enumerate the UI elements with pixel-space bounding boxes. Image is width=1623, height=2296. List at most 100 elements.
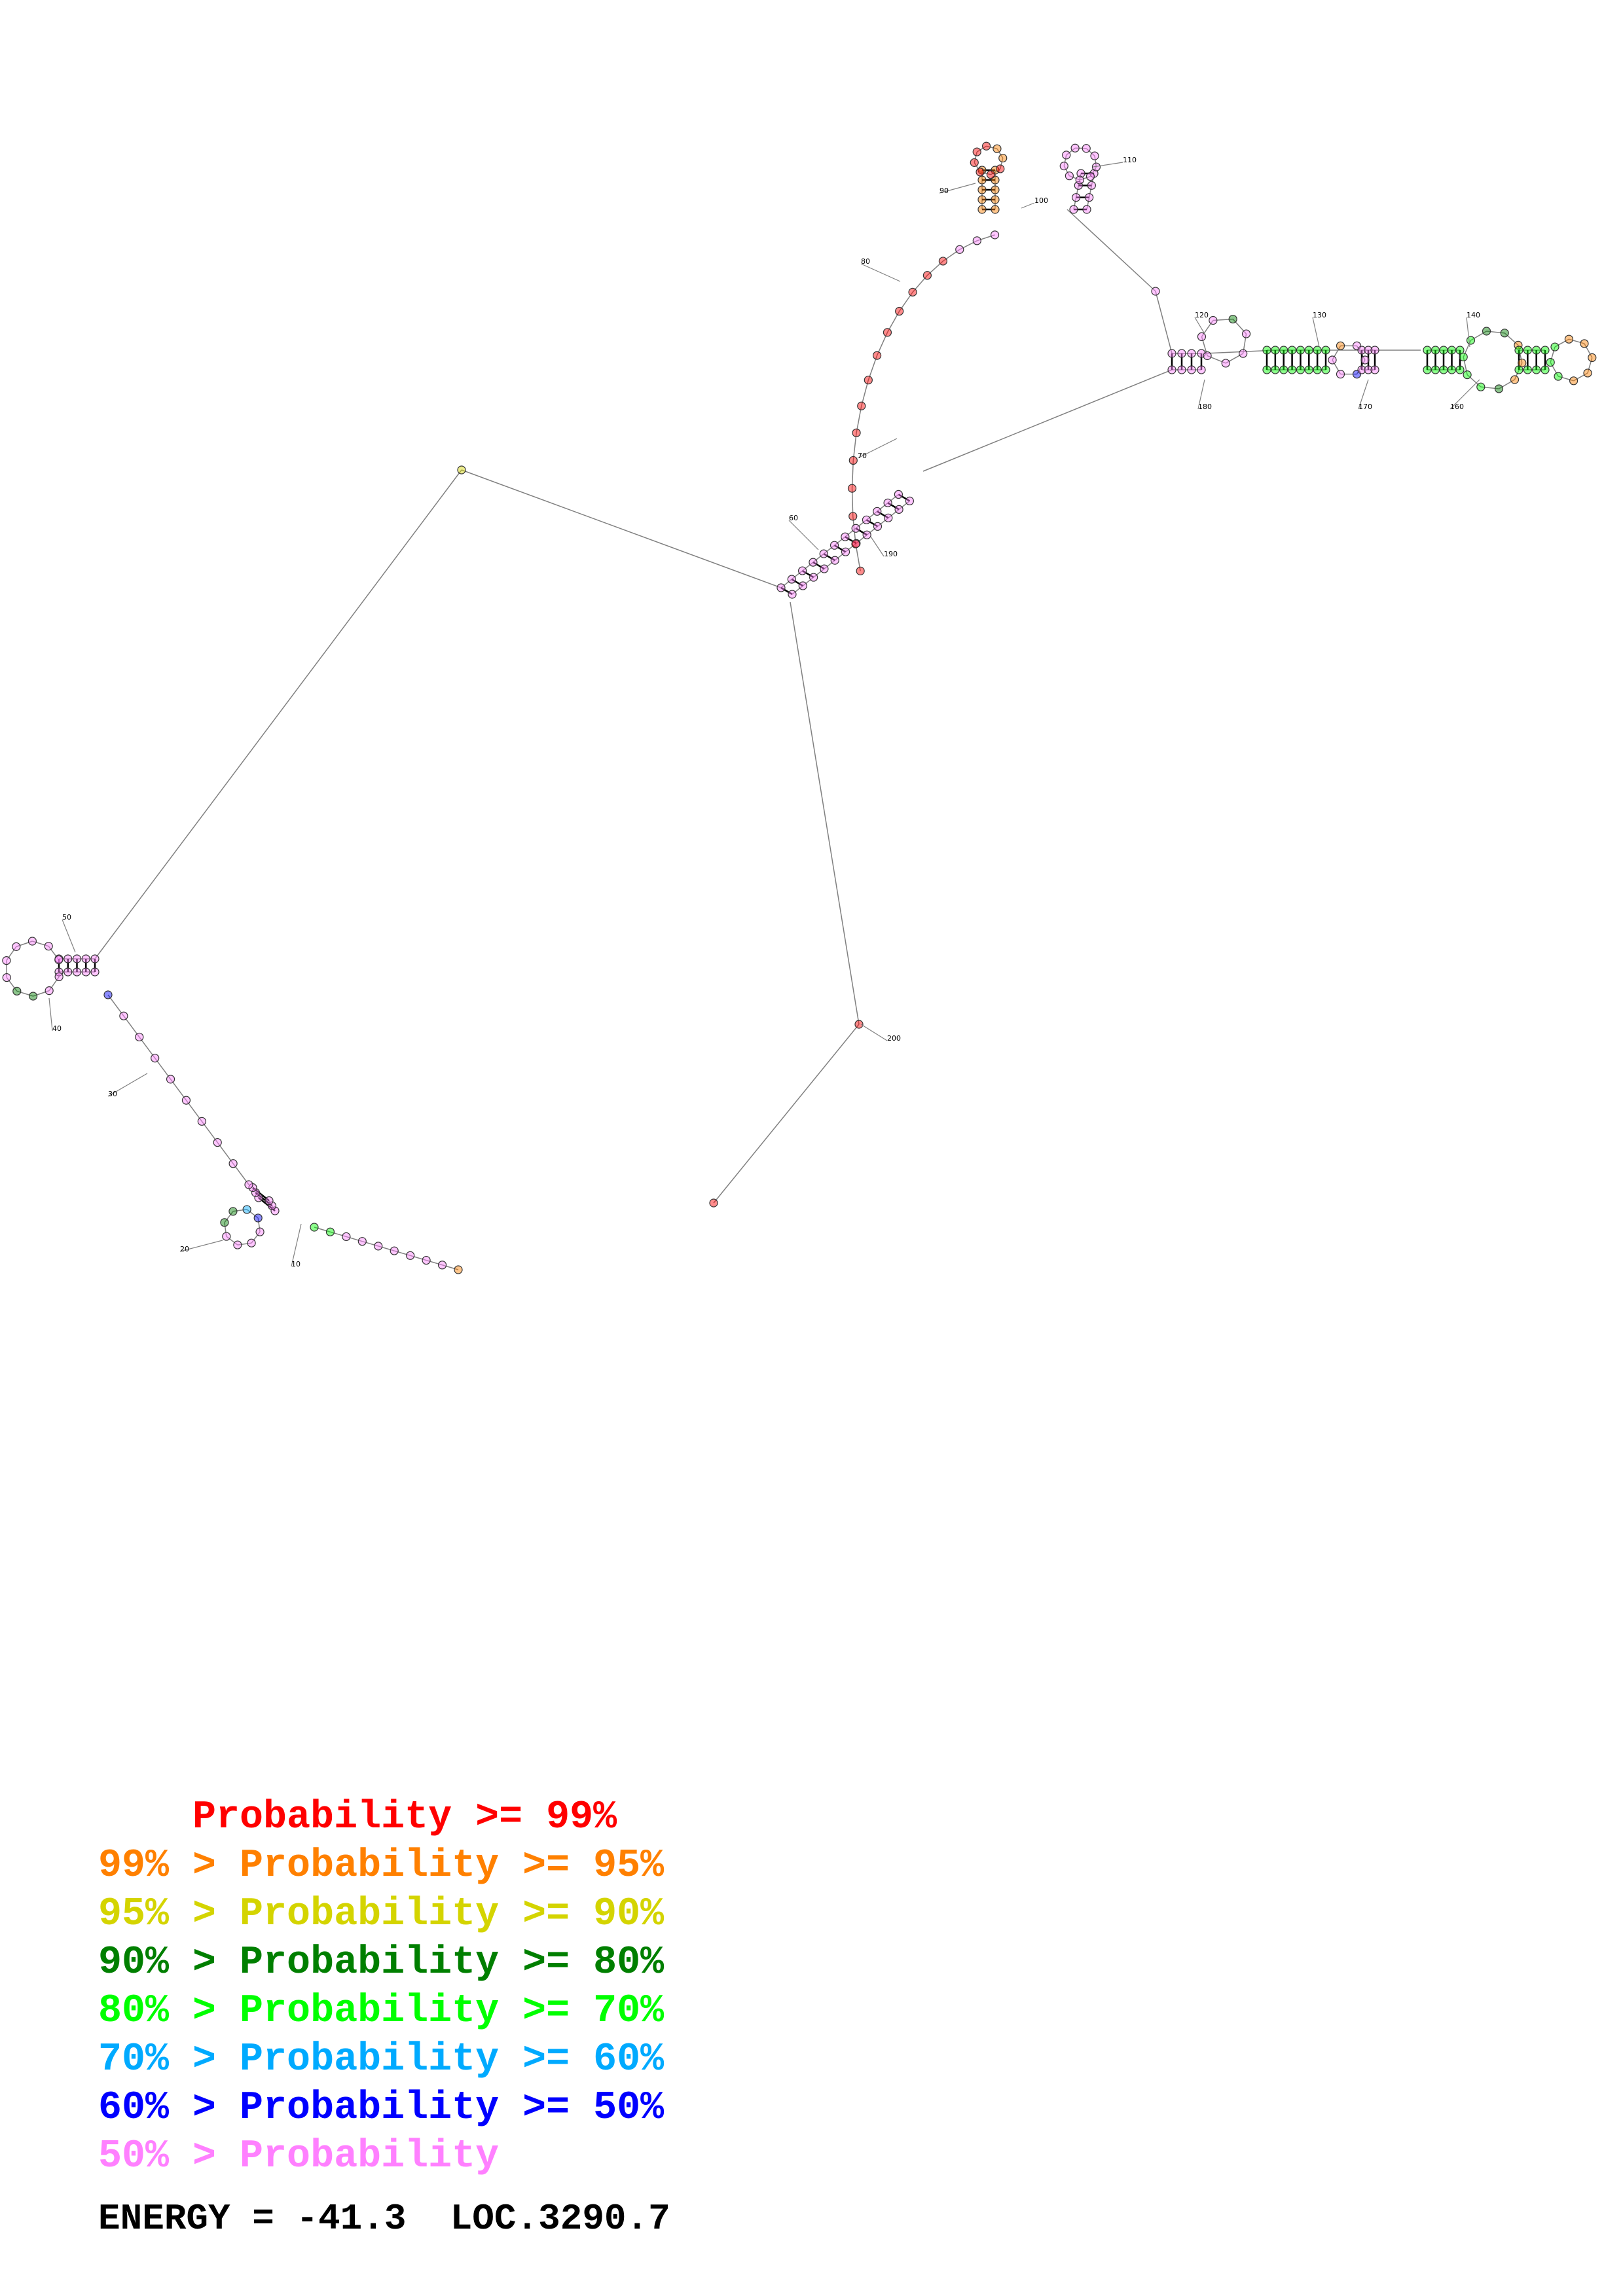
nucleotide: [233, 1240, 242, 1249]
nucleotide: [64, 954, 73, 963]
backbone-segment: [1088, 185, 1093, 198]
position-label: 10: [291, 1260, 301, 1268]
nucleotide: [1569, 376, 1578, 386]
backbone-segment: [1207, 355, 1226, 364]
nucleotide: [1482, 327, 1491, 336]
nucleotide: [884, 513, 893, 522]
nucleotide: [894, 490, 903, 499]
label-leader: [107, 1073, 148, 1097]
backbone-segment: [1073, 197, 1077, 210]
legend-row-80: 90% > Probability >= 80%: [98, 1939, 664, 1987]
nucleotide: [1370, 365, 1379, 374]
nucleotide: [1151, 287, 1160, 296]
label-leader: [860, 263, 901, 282]
nucleotide: [454, 1265, 463, 1274]
position-label: 50: [62, 913, 71, 922]
nucleotide: [1087, 181, 1096, 190]
nucleotide: [991, 166, 1000, 175]
base-pair-bonds: [58, 169, 1546, 1211]
nucleotides: [2, 141, 1597, 1274]
legend-prefix: 95% >: [98, 1892, 240, 1937]
nucleotide: [166, 1075, 175, 1084]
legend-prefix: 90% >: [98, 1941, 240, 1985]
nucleotide: [1336, 370, 1345, 379]
backbone-segment: [224, 1222, 227, 1237]
backbone-segment: [251, 1231, 261, 1244]
nucleotide: [135, 1032, 144, 1042]
backbone-segment: [1094, 156, 1097, 168]
nucleotide: [1321, 365, 1330, 374]
nucleotide: [1541, 365, 1550, 374]
nucleotide: [406, 1251, 415, 1260]
nucleotide: [905, 496, 915, 506]
backbone-segment: [1225, 353, 1244, 364]
position-label: 70: [858, 452, 867, 460]
backbone-segment: [802, 562, 814, 571]
nucleotide: [1321, 346, 1330, 355]
backbone-segment: [1201, 336, 1208, 356]
nucleotide: [862, 530, 871, 539]
nucleotide: [851, 539, 860, 548]
backbone-segment: [107, 994, 124, 1016]
backbone-segment: [1467, 374, 1482, 387]
nucleotide: [1466, 336, 1476, 345]
base-pair-bond: [791, 578, 803, 587]
nucleotide: [1228, 314, 1237, 324]
label-leader: [1021, 202, 1035, 209]
position-label: 170: [1359, 403, 1372, 411]
backbone-segment: [959, 240, 977, 250]
nucleotide: [1364, 346, 1373, 355]
label-leader: [1197, 379, 1205, 410]
nucleotide: [1187, 349, 1196, 358]
nucleotide: [28, 992, 38, 1001]
backbone-segment: [1584, 343, 1593, 358]
nucleotide: [1583, 368, 1592, 378]
nucleotide: [990, 230, 1000, 240]
nucleotide: [809, 558, 818, 567]
backbone-segment: [856, 534, 867, 544]
backbone-segment: [1587, 357, 1593, 374]
nucleotide: [228, 1159, 238, 1168]
backbone-segment: [1085, 148, 1095, 156]
nucleotide: [253, 1213, 263, 1223]
nucleotide: [255, 1227, 264, 1236]
nucleotide: [1197, 365, 1206, 374]
nucleotide: [1494, 384, 1504, 393]
nucleotide: [1262, 365, 1271, 374]
backbone-segment: [232, 1209, 247, 1212]
label-leader: [1358, 379, 1369, 410]
legend-label: Probability: [240, 2134, 500, 2179]
legend-label: Probability >= 99%: [192, 1795, 617, 1840]
nucleotide: [847, 484, 857, 493]
nucleotide: [856, 566, 865, 575]
backbone-segment: [346, 1236, 363, 1242]
nucleotide: [1072, 193, 1081, 202]
backbone-segment: [866, 511, 878, 520]
nucleotide: [244, 1180, 253, 1189]
nucleotide: [977, 205, 987, 214]
nucleotide: [1431, 365, 1440, 374]
position-label: 180: [1198, 403, 1212, 411]
backbone-segment: [1480, 386, 1499, 389]
backbone-segment: [1089, 166, 1097, 177]
backbone-segment: [362, 1240, 378, 1247]
backbone-segment: [713, 1024, 860, 1204]
nucleotide: [955, 245, 964, 254]
backbone-segment: [442, 1265, 459, 1270]
position-label: 130: [1313, 311, 1326, 319]
nucleotide: [1069, 205, 1078, 214]
nucleotide: [1423, 346, 1432, 355]
nucleotide: [220, 1218, 229, 1227]
backbone-segment: [813, 568, 825, 578]
backbone-segment: [1550, 346, 1556, 363]
base-pair-bond: [801, 569, 814, 579]
legend-row-60: 70% > Probability >= 60%: [98, 2036, 664, 2084]
backbone-segment: [139, 1036, 156, 1059]
backbone-segment: [232, 1163, 249, 1185]
nucleotide: [54, 972, 64, 982]
nucleotide: [310, 1223, 319, 1232]
base-pair-bond: [887, 502, 900, 511]
backbone-segment: [16, 941, 33, 948]
backbone-segment: [1000, 158, 1004, 170]
backbone-segment: [1213, 318, 1233, 321]
